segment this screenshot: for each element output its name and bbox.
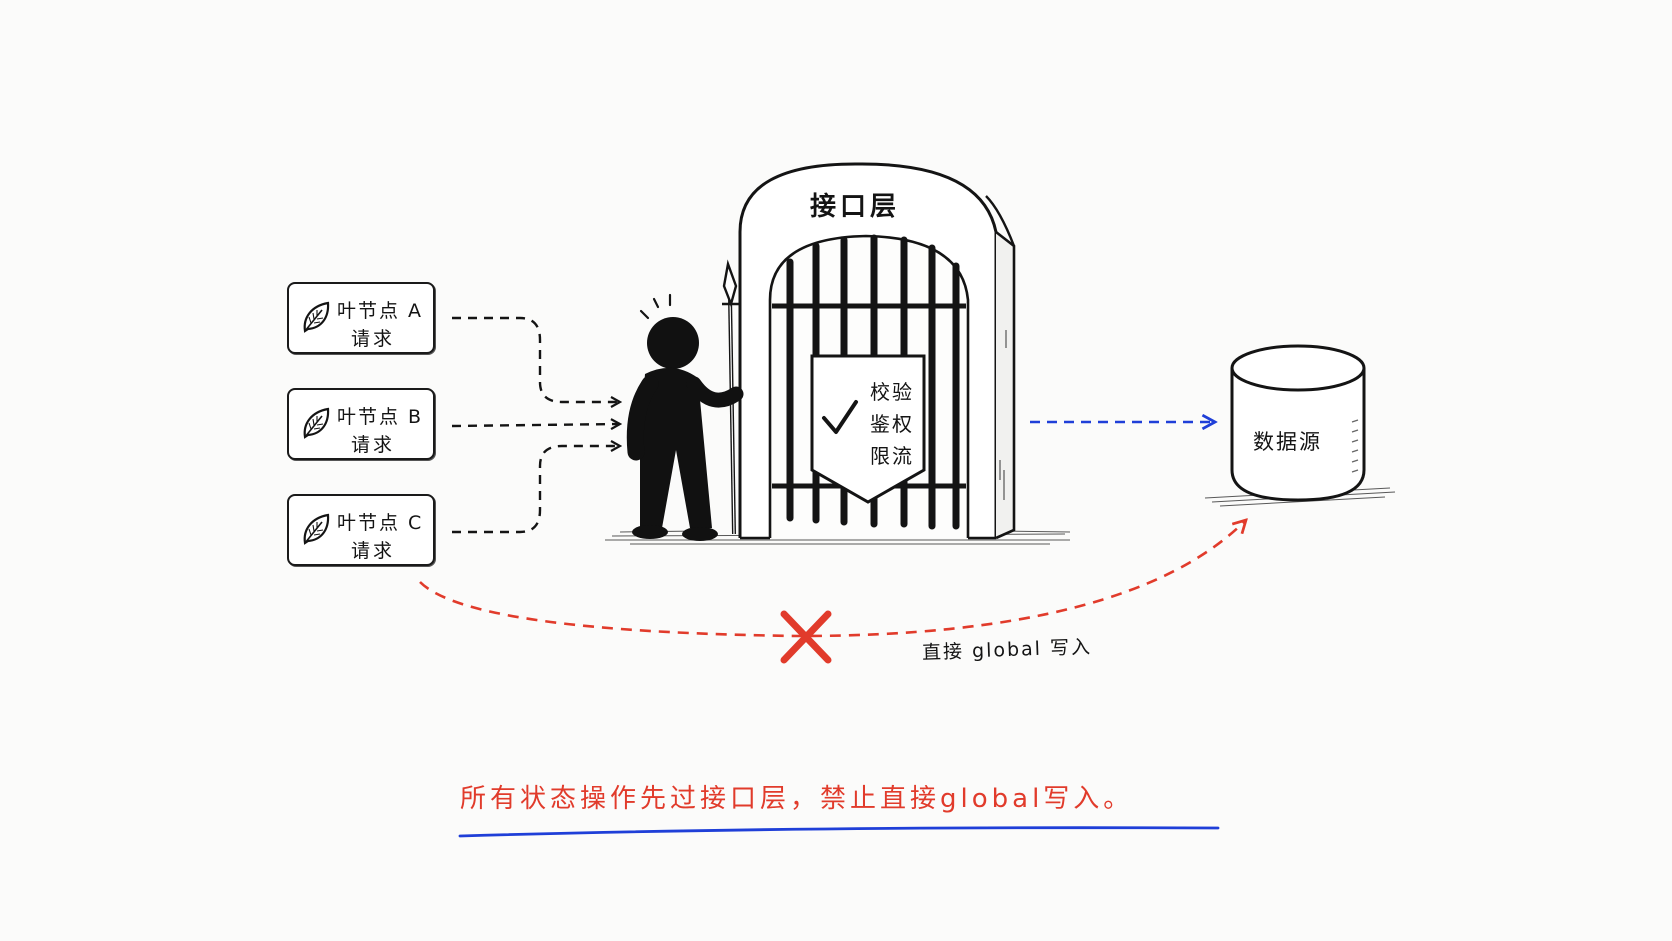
spear-icon [722,259,740,535]
shield-line-validate: 校验 [870,380,914,404]
leaf-node-subtitle: 请求 [351,434,396,456]
shield-icon [810,354,926,504]
shield-line-auth: 鉴权 [870,412,914,436]
leaf-node-subtitle: 请求 [351,328,396,350]
guard-figure-icon [626,293,744,541]
check-icon [822,400,858,434]
leaf-icon [303,513,330,545]
arrow-from-leaf-a [452,316,620,402]
leaf-node-b: 叶节点 B 请求 [287,388,435,460]
arrow-from-leaf-b [451,424,620,426]
gate-title: 接口层 [810,192,901,222]
leaf-node-c: 叶节点 C 请求 [287,494,435,566]
leaf-arrows [451,316,620,534]
leaf-icon [303,301,330,333]
database-cylinder-icon [1230,344,1366,502]
leaf-node-title: 叶节点 A [337,300,424,322]
leaf-icon [303,407,330,439]
footer-caption: 所有状态操作先过接口层，禁止直接global写入。 [460,784,1134,814]
leaf-node-title: 叶节点 C [337,512,424,534]
leaf-node-a: 叶节点 A 请求 [287,282,435,354]
cross-icon [780,610,832,664]
footer-underline [458,826,1220,838]
shield-line-ratelimit: 限流 [870,444,914,468]
leaf-node-title: 叶节点 B [337,406,424,428]
datasource-label: 数据源 [1253,430,1322,454]
arrow-from-leaf-c [452,446,620,534]
leaf-node-subtitle: 请求 [351,540,396,562]
